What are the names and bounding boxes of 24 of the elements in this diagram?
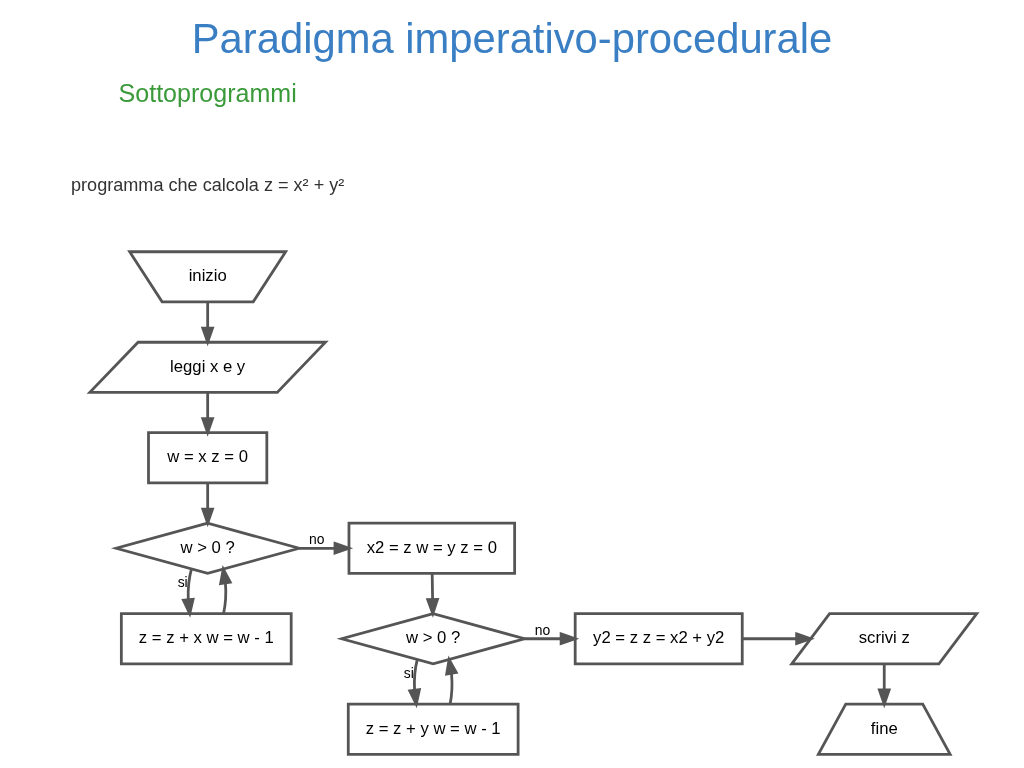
arrow — [299, 541, 354, 556]
arrow — [218, 564, 233, 614]
node-box: w = x z = 0 — [147, 431, 269, 485]
label: Sottoprogrammi — [118, 78, 297, 107]
arrow — [407, 659, 422, 709]
arrow — [200, 392, 215, 437]
node-box: z = z + y w = w - 1 — [346, 702, 520, 756]
node-box: x2 = z w = y z = 0 — [347, 521, 516, 575]
arrow — [181, 568, 195, 618]
node-box: y2 = z z = x2 + y2 — [573, 612, 744, 666]
edge-label: si — [403, 664, 414, 681]
edge-label: si — [177, 574, 188, 591]
arrow — [425, 573, 440, 618]
arrow — [444, 655, 459, 705]
arrow — [877, 664, 892, 709]
arrow — [200, 302, 215, 347]
label: programma che calcola z = x² + y² — [71, 175, 345, 196]
arrow — [742, 631, 815, 646]
diagram-title: Paradigma imperativo-procedurale — [191, 14, 833, 62]
edge-label: no — [308, 531, 325, 548]
arrow — [524, 631, 580, 646]
node-box: z = z + x w = w - 1 — [119, 612, 293, 666]
edge-label: no — [534, 621, 551, 638]
arrow — [200, 483, 215, 528]
